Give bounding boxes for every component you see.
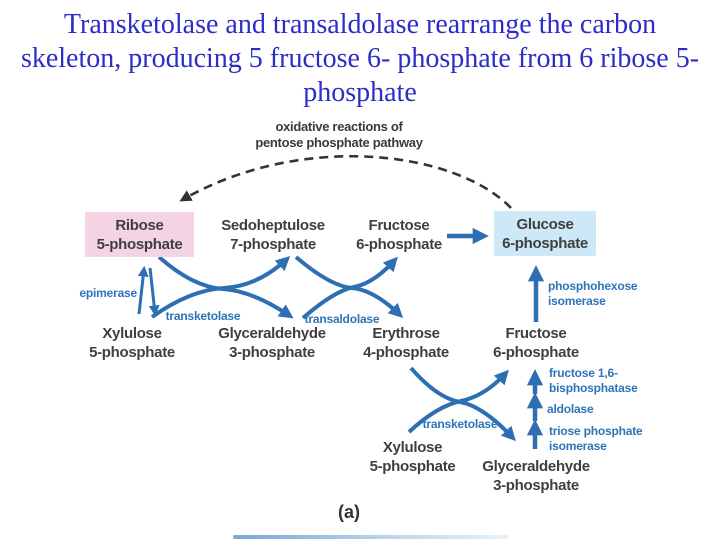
metabolite-ribose-5-phosphate: Ribose 5-phosphate bbox=[85, 212, 194, 257]
enzyme-label-line: bisphosphatase bbox=[549, 381, 638, 395]
metabolite-name: 3-phosphate bbox=[493, 477, 579, 494]
metabolite-glucose-6-phosphate: Glucose 6-phosphate bbox=[494, 211, 596, 256]
metabolite-name: 3-phosphate bbox=[229, 344, 315, 361]
metabolite-name: Erythrose bbox=[372, 325, 440, 342]
slide-title: Transketolase and transaldolase rearrang… bbox=[20, 8, 700, 110]
metabolite-name: 5-phosphate bbox=[96, 236, 183, 253]
enzyme-label-line: phosphohexose bbox=[548, 279, 638, 293]
arrow-xylulose-to-f6p bbox=[407, 369, 509, 434]
annotation-line-2: pentose phosphate pathway bbox=[255, 135, 423, 150]
metabolite-fructose-6-phosphate-top: Fructose 6-phosphate bbox=[347, 216, 451, 254]
enzyme-label-line: isomerase bbox=[549, 439, 607, 453]
metabolite-name: 6-phosphate bbox=[502, 235, 588, 252]
enzyme-transketolase-2: transketolase bbox=[422, 417, 498, 431]
bottom-decoration-bar bbox=[233, 535, 509, 539]
arrow-xylulose-to-s7p bbox=[150, 256, 291, 319]
metabolite-xylulose-5-phosphate-bottom: Xylulose 5-phosphate bbox=[360, 438, 465, 476]
arrow-s7p-to-erythrose bbox=[294, 255, 404, 318]
enzyme-label-line: triose phosphate bbox=[549, 424, 643, 438]
metabolite-fructose-6-phosphate-mid: Fructose 6-phosphate bbox=[484, 324, 588, 362]
title-line-2: carbon skeleton, producing 5 fructose 6- bbox=[20, 9, 657, 74]
panel-label-a: (a) bbox=[338, 502, 360, 522]
metabolite-name: Xylulose bbox=[102, 325, 162, 342]
metabolite-name: Fructose bbox=[368, 217, 430, 234]
metabolite-name: Sedoheptulose bbox=[221, 217, 325, 234]
metabolite-name: Glyceraldehyde bbox=[482, 458, 590, 475]
title-line-3: phosphate from 6 ribose 5-phosphate bbox=[303, 43, 700, 108]
annotation-line-1: oxidative reactions of bbox=[275, 119, 403, 134]
metabolite-name: Ribose bbox=[115, 217, 164, 234]
enzyme-aldolase: aldolase bbox=[547, 402, 594, 416]
metabolite-name: 4-phosphate bbox=[363, 344, 449, 361]
arrow-g3p-to-f6p bbox=[301, 256, 398, 320]
metabolite-name: 7-phosphate bbox=[230, 236, 316, 253]
metabolite-name: 6-phosphate bbox=[493, 344, 579, 361]
metabolite-name: Glyceraldehyde bbox=[218, 325, 326, 342]
metabolite-name: Xylulose bbox=[382, 439, 443, 456]
enzyme-fructose-16-bisphosphatase: fructose 1,6- bisphosphatase bbox=[549, 366, 638, 396]
oxidative-reactions-annotation: oxidative reactions of pentose phosphate… bbox=[239, 119, 439, 151]
title-line-1: Transketolase and transaldolase rearrang… bbox=[63, 9, 573, 40]
enzyme-label-line: fructose 1,6- bbox=[549, 366, 618, 380]
metabolite-erythrose-4-phosphate: Erythrose 4-phosphate bbox=[352, 324, 460, 362]
metabolite-glyceraldehyde-3-phosphate-bottom: Glyceraldehyde 3-phosphate bbox=[466, 457, 606, 495]
metabolite-sedoheptulose-7-phosphate: Sedoheptulose 7-phosphate bbox=[206, 216, 340, 254]
metabolite-name: Fructose bbox=[505, 325, 567, 342]
epimerase-up-arrow bbox=[137, 265, 149, 315]
metabolite-glyceraldehyde-3-phosphate-mid: Glyceraldehyde 3-phosphate bbox=[203, 324, 341, 362]
enzyme-phosphohexose-isomerase: phosphohexose isomerase bbox=[548, 279, 638, 309]
metabolite-name: 6-phosphate bbox=[356, 236, 442, 253]
metabolite-name: 5-phosphate bbox=[369, 458, 456, 475]
enzyme-transketolase-1: transketolase bbox=[165, 309, 241, 323]
enzyme-epimerase: epimerase bbox=[79, 286, 137, 300]
metabolite-name: Glucose bbox=[516, 216, 574, 233]
metabolite-name: 5-phosphate bbox=[89, 344, 175, 361]
enzyme-triose-phosphate-isomerase: triose phosphate isomerase bbox=[549, 424, 643, 454]
enzyme-label-line: isomerase bbox=[548, 294, 606, 308]
epimerase-down-arrow bbox=[148, 267, 160, 317]
metabolite-xylulose-5-phosphate-left: Xylulose 5-phosphate bbox=[80, 324, 184, 362]
enzyme-transaldolase: transaldolase bbox=[304, 312, 380, 326]
dashed-cycle-arc bbox=[179, 154, 512, 209]
